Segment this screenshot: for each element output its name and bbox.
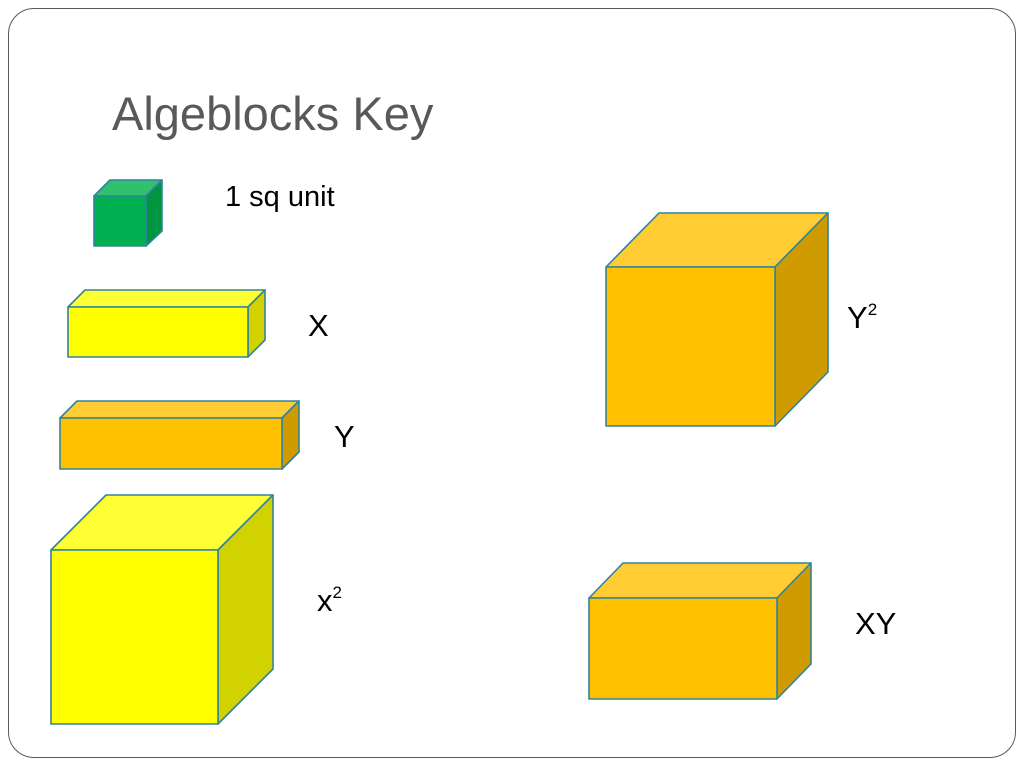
slide-title: Algeblocks Key bbox=[112, 87, 434, 140]
y-squared-block bbox=[605, 212, 829, 427]
x-squared-label-exponent: 2 bbox=[332, 583, 342, 602]
y-squared-label: Y2 bbox=[847, 300, 877, 336]
unit-block-front bbox=[93, 195, 147, 247]
xy-label: XY bbox=[855, 606, 897, 641]
x-label: X bbox=[308, 308, 329, 343]
unit-label: 1 sq unit bbox=[225, 181, 335, 213]
x-squared-label: x2 bbox=[317, 583, 342, 619]
x-block-front bbox=[67, 306, 249, 358]
unit-block bbox=[93, 179, 163, 247]
y-squared-label-base: Y bbox=[847, 300, 868, 335]
x-block bbox=[67, 289, 266, 358]
y-label: Y bbox=[334, 419, 355, 454]
x-squared-block-front bbox=[50, 549, 219, 725]
y-squared-label-exponent: 2 bbox=[867, 300, 878, 319]
y-block-front bbox=[59, 417, 283, 470]
y-block-top bbox=[59, 400, 300, 419]
x-block-top bbox=[67, 289, 266, 308]
x-squared-block bbox=[50, 494, 274, 725]
x-squared-label-base: x bbox=[317, 583, 333, 618]
y-block bbox=[59, 400, 300, 470]
xy-block-top bbox=[588, 562, 812, 599]
xy-block-front bbox=[588, 597, 778, 700]
xy-block bbox=[588, 562, 812, 700]
y-squared-block-front bbox=[605, 266, 776, 427]
